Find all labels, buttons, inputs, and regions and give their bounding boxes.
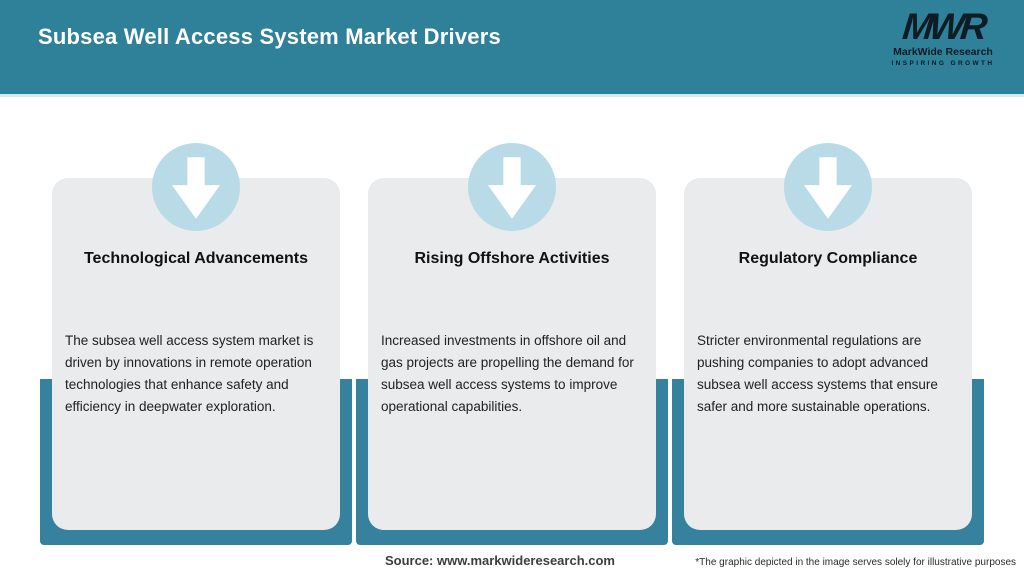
card-title: Technological Advancements <box>83 250 309 267</box>
brand-logo-acronym: MWR <box>900 6 986 47</box>
header-bar: Subsea Well Access System Market Drivers… <box>0 0 1024 97</box>
card-title: Regulatory Compliance <box>738 250 918 267</box>
down-arrow-icon <box>803 154 853 220</box>
card-icon-circle <box>152 143 240 231</box>
driver-card-rising-offshore-activities: Rising Offshore Activities Increased inv… <box>368 178 656 530</box>
down-arrow-icon <box>487 154 537 220</box>
brand-logo-tagline: INSPIRING GROWTH <box>891 59 995 67</box>
driver-card-regulatory-compliance: Regulatory Compliance Stricter environme… <box>684 178 972 530</box>
driver-card-technological-advancements: Technological Advancements The subsea we… <box>52 178 340 530</box>
card-icon-circle <box>784 143 872 231</box>
card-description: Stricter environmental regulations are p… <box>697 333 938 414</box>
card-description: The subsea well access system market is … <box>65 333 314 414</box>
page-title: Subsea Well Access System Market Drivers <box>38 24 501 49</box>
footer-source: Source: www.markwideresearch.com <box>384 553 615 568</box>
card-description: Increased investments in offshore oil an… <box>381 333 634 414</box>
card-title: Rising Offshore Activities <box>414 250 610 267</box>
card-icon-circle <box>468 143 556 231</box>
footer-disclaimer: *The graphic depicted in the image serve… <box>695 557 1016 568</box>
brand-logo-name: MarkWide Research <box>893 46 993 58</box>
down-arrow-icon <box>171 154 221 220</box>
brand-logo: MWR MarkWide Research INSPIRING GROWTH <box>878 6 1008 67</box>
